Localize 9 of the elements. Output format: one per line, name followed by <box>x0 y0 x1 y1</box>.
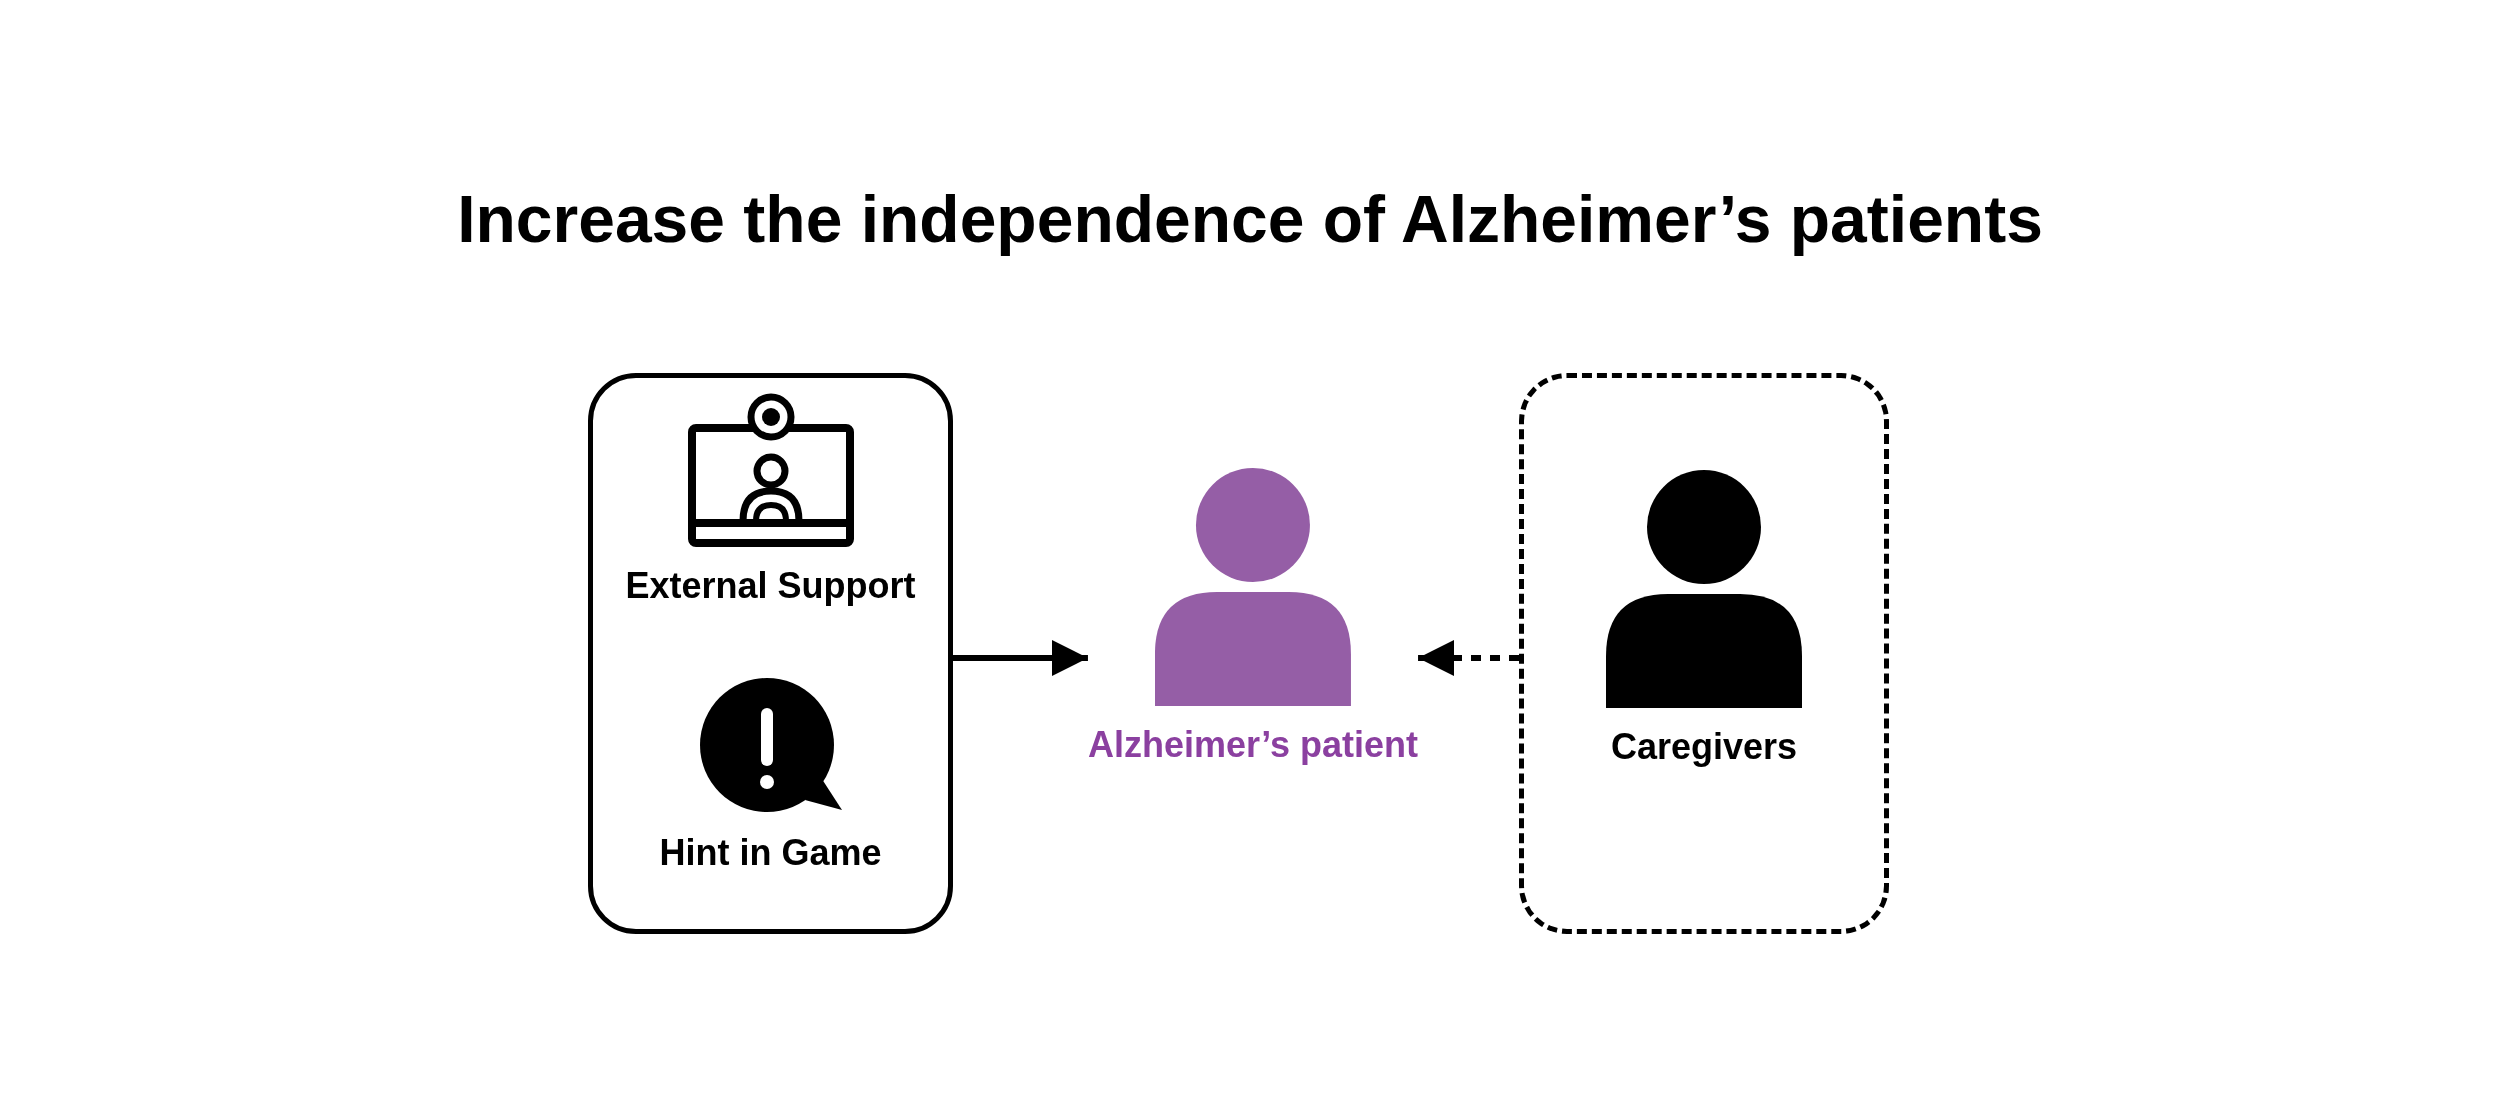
rounded-panel <box>588 373 953 934</box>
node-label: Alzheimer’s patient <box>1087 723 1419 767</box>
arrow <box>953 640 1088 676</box>
arrow <box>1418 640 1519 676</box>
node-label: Hint in Game <box>659 831 882 875</box>
node-label: Caregivers <box>1610 725 1798 769</box>
title: Increase the independence of Alzheimer’s patients <box>457 181 2043 258</box>
dashed-panel <box>1519 373 1889 934</box>
node-label: External Support <box>625 564 916 608</box>
